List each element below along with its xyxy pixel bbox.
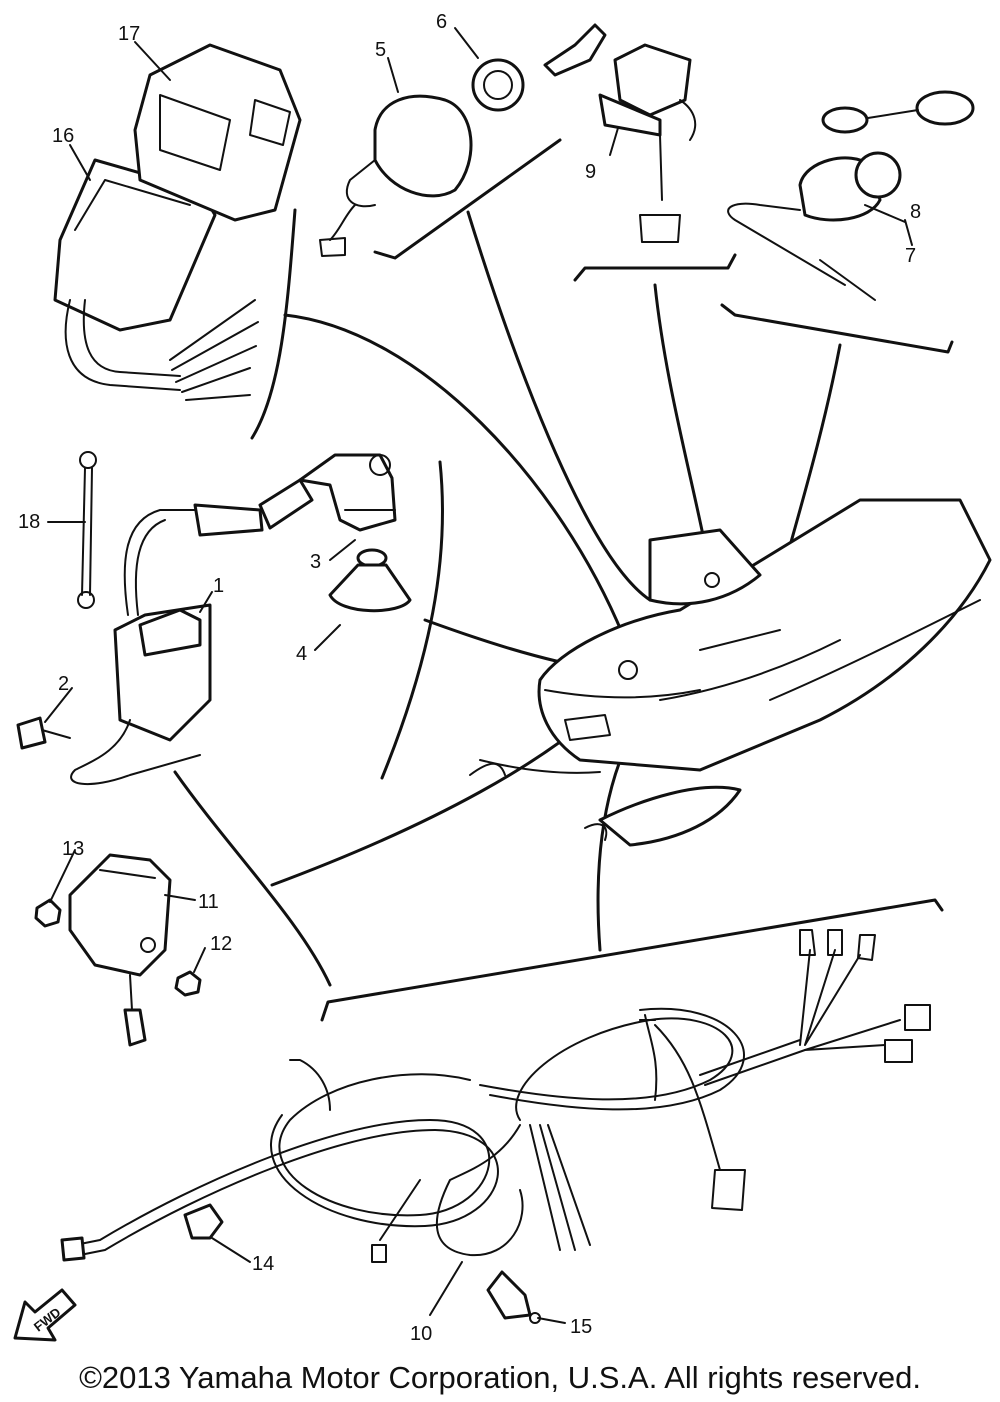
part-12-nut xyxy=(174,970,202,997)
callout-pointers xyxy=(44,27,913,1324)
callout-3: 3 xyxy=(310,551,321,573)
callout-10: 10 xyxy=(410,1323,432,1345)
callout-8: 8 xyxy=(910,201,921,223)
part-2-bolt xyxy=(16,716,71,750)
callout-labels: 1 2 3 4 5 6 7 8 9 10 11 12 13 14 15 16 1… xyxy=(18,11,921,1345)
callout-15: 15 xyxy=(570,1316,592,1338)
fwd-arrow-icon: FWD xyxy=(13,1288,77,1342)
part-14-clamp xyxy=(183,1203,224,1240)
part-1-ignition-coil xyxy=(70,478,314,786)
callout-4: 4 xyxy=(296,643,307,665)
part-8-meter-ring xyxy=(821,90,975,134)
part-9-relay xyxy=(598,43,697,243)
callout-6: 6 xyxy=(436,11,447,33)
part-6-key xyxy=(471,23,607,112)
part-4-rubber-boot xyxy=(328,548,412,613)
callout-2: 2 xyxy=(58,673,69,695)
callout-11: 11 xyxy=(198,891,219,913)
callout-13: 13 xyxy=(62,838,84,860)
callout-17: 17 xyxy=(118,23,140,45)
part-10-wire-harness xyxy=(60,929,931,1263)
callout-7: 7 xyxy=(905,245,916,267)
part-3-plug-cap xyxy=(298,453,397,532)
part-13-nut xyxy=(34,898,62,928)
callout-12: 12 xyxy=(210,933,232,955)
part-7-meter-body xyxy=(727,151,902,301)
part-18-ground-lead xyxy=(77,451,97,609)
callout-14: 14 xyxy=(252,1253,274,1275)
snowmobile-illustration xyxy=(469,498,992,847)
callout-16: 16 xyxy=(52,125,74,147)
part-17-console-cover xyxy=(133,43,302,222)
callout-18: 18 xyxy=(18,511,40,533)
group-brackets xyxy=(173,138,954,1022)
part-11-regulator xyxy=(68,853,172,1047)
callout-9: 9 xyxy=(585,161,596,183)
copyright-notice: ©2013 Yamaha Motor Corporation, U.S.A. A… xyxy=(79,1360,921,1395)
part-5-switch-assembly xyxy=(319,94,473,257)
callout-1: 1 xyxy=(213,575,224,597)
part-16-console-box xyxy=(53,158,259,401)
part-15-clip xyxy=(486,1270,541,1324)
callout-5: 5 xyxy=(375,39,386,61)
